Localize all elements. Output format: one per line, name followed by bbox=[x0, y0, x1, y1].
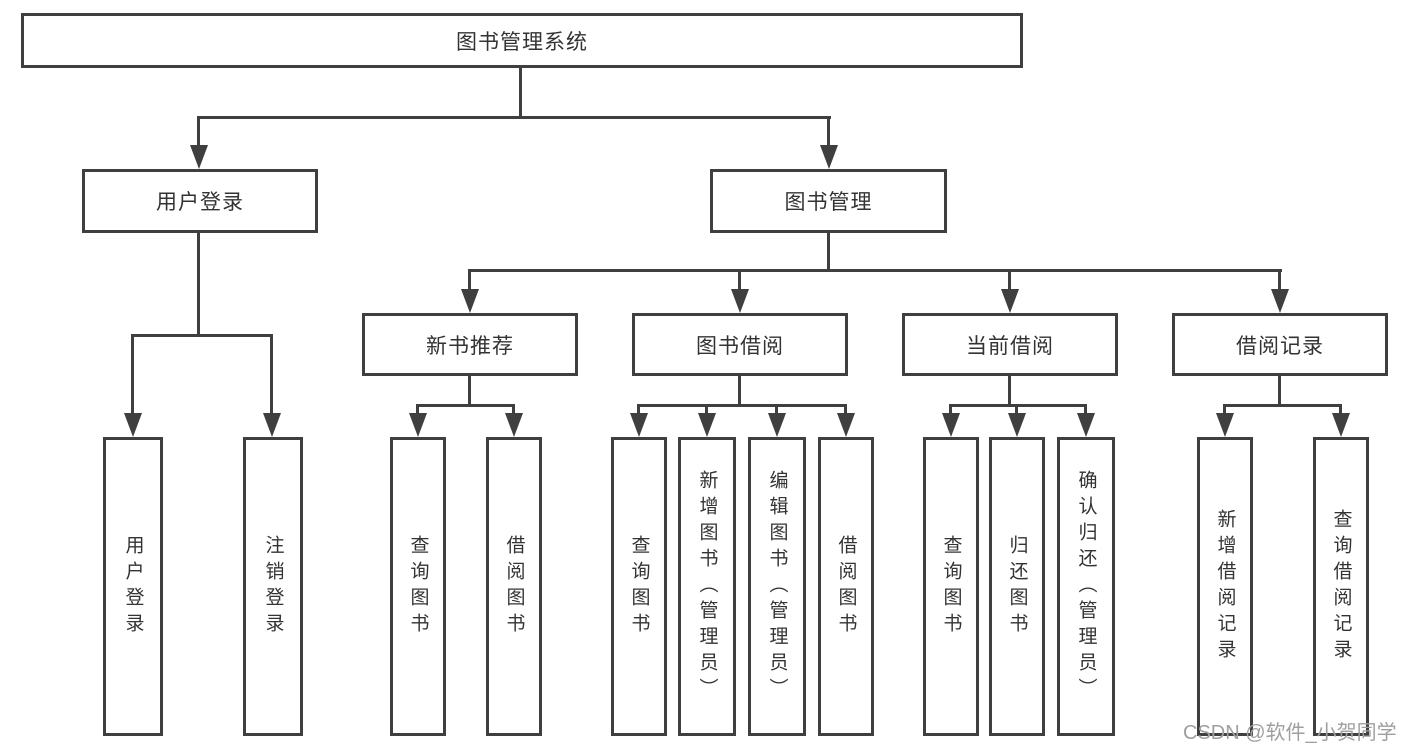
leaf-user-login-label: 用户登录 bbox=[122, 534, 144, 639]
arrowhead-new-book bbox=[461, 289, 479, 313]
connector-level1-bar bbox=[197, 116, 831, 119]
node-root: 图书管理系统 bbox=[21, 13, 1023, 68]
node-book-borrow: 图书借阅 bbox=[632, 313, 848, 376]
node-borrow-record: 借阅记录 bbox=[1172, 313, 1388, 376]
connector-stem-br-add bbox=[1223, 404, 1226, 415]
arrowhead-bb-add bbox=[698, 413, 716, 437]
node-book-management-label: 图书管理 bbox=[784, 191, 873, 214]
leaf-current-query-books-label: 查询图书 bbox=[940, 534, 962, 639]
leaf-confirm-return-admin: 确认归还（管理员） bbox=[1057, 437, 1115, 736]
arrowhead-bb-edit bbox=[768, 413, 786, 437]
arrowhead-cb-return bbox=[1008, 413, 1026, 437]
node-book-borrow-label: 图书借阅 bbox=[696, 334, 784, 358]
leaf-edit-books-admin-label: 编辑图书（管理员） bbox=[766, 469, 788, 704]
leaf-logout-label: 注销登录 bbox=[262, 534, 284, 639]
leaf-current-query-books: 查询图书 bbox=[923, 437, 979, 736]
connector-stem-book-borrow bbox=[738, 269, 741, 291]
arrowhead-nb-borrow bbox=[505, 413, 523, 437]
leaf-query-borrow-record-label: 查询借阅记录 bbox=[1330, 508, 1352, 665]
leaf-edit-books-admin: 编辑图书（管理员） bbox=[748, 437, 806, 736]
arrowhead-leaf-logout bbox=[263, 413, 281, 437]
arrowhead-bb-borrow bbox=[837, 413, 855, 437]
leaf-add-borrow-record-label: 新增借阅记录 bbox=[1214, 508, 1236, 665]
connector-stem-bb-edit bbox=[775, 404, 778, 415]
connector-stem-cb-confirm bbox=[1084, 404, 1087, 415]
arrowhead-leaf-login bbox=[124, 413, 142, 437]
node-current-borrow-label: 当前借阅 bbox=[966, 334, 1054, 358]
connector-borrow-record-drop bbox=[1278, 376, 1281, 407]
arrowhead-br-add bbox=[1216, 413, 1234, 437]
arrowhead-user-login bbox=[190, 145, 208, 169]
connector-book-borrow-bar bbox=[637, 404, 846, 407]
node-user-login: 用户登录 bbox=[82, 169, 318, 233]
leaf-newbook-query-books: 查询图书 bbox=[390, 437, 446, 736]
connector-stem-nb-borrow bbox=[512, 404, 515, 415]
connector-stem-br-query bbox=[1339, 404, 1342, 415]
leaf-return-books-label: 归还图书 bbox=[1006, 534, 1028, 639]
connector-book-mgmt-drop bbox=[827, 233, 830, 271]
connector-user-login-drop bbox=[197, 233, 200, 336]
leaf-query-borrow-record: 查询借阅记录 bbox=[1313, 437, 1369, 736]
arrowhead-bb-query bbox=[630, 413, 648, 437]
node-current-borrow: 当前借阅 bbox=[902, 313, 1118, 376]
arrowhead-book-mgmt bbox=[820, 145, 838, 169]
leaf-borrow-query-books: 查询图书 bbox=[611, 437, 667, 736]
csdn-watermark: CSDN @软件_小贺同学 bbox=[1183, 722, 1397, 744]
leaf-borrow-books-label: 借阅图书 bbox=[835, 534, 857, 639]
leaf-borrow-query-books-label: 查询图书 bbox=[628, 534, 650, 639]
connector-new-book-drop bbox=[468, 376, 471, 407]
arrowhead-cb-confirm bbox=[1077, 413, 1095, 437]
connector-stem-leaf-login bbox=[131, 334, 134, 415]
leaf-newbook-borrow-books-label: 借阅图书 bbox=[503, 534, 525, 639]
leaf-add-books-admin-label: 新增图书（管理员） bbox=[696, 469, 718, 704]
arrowhead-borrow-record bbox=[1271, 289, 1289, 313]
node-user-login-label: 用户登录 bbox=[156, 191, 244, 214]
arrowhead-nb-query bbox=[409, 413, 427, 437]
connector-stem-book-mgmt bbox=[827, 116, 830, 148]
node-new-book-recommend: 新书推荐 bbox=[362, 313, 578, 376]
connector-root-drop bbox=[519, 68, 522, 118]
leaf-confirm-return-admin-label: 确认归还（管理员） bbox=[1075, 469, 1097, 704]
connector-stem-user-login bbox=[197, 116, 200, 148]
connector-stem-bb-borrow bbox=[844, 404, 847, 415]
connector-stem-bb-query bbox=[637, 404, 640, 415]
node-borrow-record-label: 借阅记录 bbox=[1236, 334, 1324, 358]
connector-new-book-bar bbox=[416, 404, 515, 407]
connector-stem-current-borrow bbox=[1008, 269, 1011, 291]
leaf-logout: 注销登录 bbox=[243, 437, 303, 736]
node-book-management: 图书管理 bbox=[710, 169, 947, 233]
leaf-add-borrow-record: 新增借阅记录 bbox=[1197, 437, 1253, 736]
connector-stem-leaf-logout bbox=[270, 334, 273, 415]
leaf-newbook-query-books-label: 查询图书 bbox=[407, 534, 429, 639]
node-new-book-recommend-label: 新书推荐 bbox=[426, 334, 514, 358]
arrowhead-br-query bbox=[1332, 413, 1350, 437]
leaf-borrow-books: 借阅图书 bbox=[818, 437, 874, 736]
connector-current-borrow-drop bbox=[1008, 376, 1011, 407]
leaf-user-login: 用户登录 bbox=[103, 437, 163, 736]
connector-user-login-bar bbox=[131, 334, 273, 337]
connector-stem-nb-query bbox=[416, 404, 419, 415]
leaf-return-books: 归还图书 bbox=[989, 437, 1045, 736]
connector-book-borrow-drop bbox=[738, 376, 741, 407]
connector-stem-new-book bbox=[468, 269, 471, 291]
connector-level2-bar bbox=[468, 269, 1282, 272]
connector-stem-bb-add bbox=[705, 404, 708, 415]
connector-stem-cb-query bbox=[949, 404, 952, 415]
node-root-label: 图书管理系统 bbox=[456, 30, 588, 54]
leaf-newbook-borrow-books: 借阅图书 bbox=[486, 437, 542, 736]
arrowhead-current-borrow bbox=[1001, 289, 1019, 313]
connector-borrow-record-bar bbox=[1223, 404, 1341, 407]
connector-stem-borrow-record bbox=[1278, 269, 1281, 291]
leaf-add-books-admin: 新增图书（管理员） bbox=[678, 437, 736, 736]
arrowhead-cb-query bbox=[942, 413, 960, 437]
arrowhead-book-borrow bbox=[731, 289, 749, 313]
connector-stem-cb-return bbox=[1015, 404, 1018, 415]
